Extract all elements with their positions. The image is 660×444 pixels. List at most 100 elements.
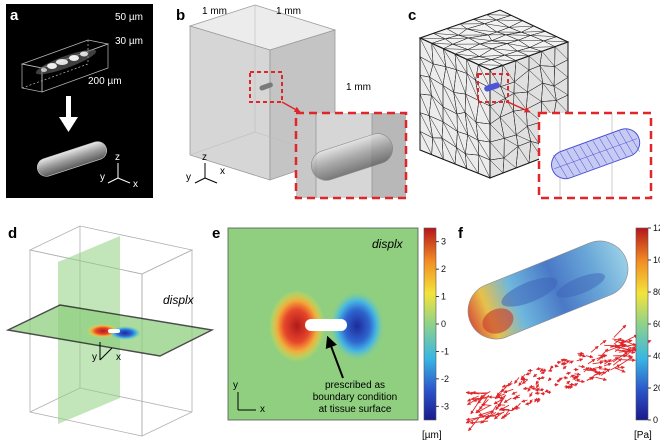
- mesh-diagonal: [505, 98, 514, 112]
- mesh-diagonal: [517, 146, 530, 164]
- traction-arrow: [467, 397, 479, 406]
- mesh-diagonal: [542, 82, 557, 101]
- panel-a-label: a: [10, 7, 19, 24]
- traction-arrow: [572, 376, 577, 381]
- traction-arrow: [593, 372, 603, 376]
- mesh-diagonal: [456, 69, 466, 95]
- traction-arrow: [544, 388, 549, 393]
- traction-arrow: [547, 377, 552, 382]
- traction-arrow: [562, 365, 567, 370]
- mesh-zoom-pointer: [507, 101, 531, 113]
- mesh-diagonal: [478, 64, 504, 66]
- mesh-diagonal: [554, 66, 569, 78]
- mesh-diagonal: [478, 100, 491, 125]
- field-label-e: displx: [372, 237, 404, 251]
- traction-arrow: [587, 358, 596, 365]
- traction-vectors: [465, 324, 652, 432]
- traction-arrow: [503, 410, 510, 419]
- cube-dim-side: 1 mm: [346, 82, 371, 93]
- traction-arrow: [500, 383, 510, 393]
- mesh-diagonal: [442, 85, 458, 115]
- traction-arrow: [536, 387, 541, 392]
- traction-arrow: [590, 345, 599, 353]
- annotation-line-2: boundary condition: [313, 392, 398, 403]
- mesh-diagonal: [442, 106, 458, 132]
- traction-arrow: [603, 362, 612, 367]
- panel-f: f 120100806040200 [Pa]: [458, 223, 660, 441]
- mesh-diagonal: [477, 140, 491, 161]
- panel-e-label: e: [212, 225, 220, 242]
- mesh-diagonal: [518, 39, 544, 42]
- traction-arrow: [521, 399, 528, 403]
- panel-d: d displx y x: [5, 225, 215, 437]
- axis-x-label-b: x: [220, 166, 225, 177]
- mesh-diagonal: [466, 59, 476, 81]
- mesh-diagonal: [442, 121, 457, 148]
- axes-e: [237, 392, 256, 411]
- traction-arrow: [579, 353, 586, 358]
- mesh-diagonal: [443, 48, 457, 70]
- mesh-diagonal: [527, 126, 540, 144]
- traction-arrow: [525, 371, 532, 376]
- traction-arrow: [578, 379, 585, 384]
- panel-f-label: f: [458, 225, 464, 242]
- traction-arrow: [485, 413, 499, 419]
- mesh-diagonal: [489, 105, 501, 118]
- mesh-diagonal: [554, 46, 569, 60]
- colorbar-f: [635, 227, 649, 421]
- colorbar-tick-label: 3: [441, 237, 446, 247]
- mesh-diagonal: [428, 115, 443, 139]
- panel-a: a 50 µm 30 µm 200 µm: [6, 4, 153, 198]
- mesh-diagonal: [429, 76, 444, 107]
- traction-arrow: [476, 405, 491, 414]
- mesh-diagonal: [492, 48, 518, 52]
- colorbar-f-unit: [Pa]: [634, 430, 652, 441]
- mesh-diagonal: [504, 138, 519, 147]
- traction-arrow: [621, 334, 638, 344]
- annotation-line-3: at tissue surface: [319, 404, 392, 415]
- mesh-diagonal: [456, 147, 467, 169]
- traction-arrow: [560, 358, 565, 363]
- axes-triad-a: [107, 163, 131, 184]
- colorbar-tick-label: -1: [441, 346, 449, 356]
- traction-arrow: [565, 360, 571, 364]
- traction-arrow: [488, 395, 503, 399]
- mesh-diagonal: [445, 37, 469, 40]
- traction-arrow: [567, 385, 573, 389]
- mesh-diagonal: [419, 131, 432, 155]
- mesh-zoom-region: [477, 73, 509, 103]
- mesh-diagonal: [466, 73, 480, 101]
- mesh-diagonal: [529, 46, 556, 48]
- traction-arrow: [528, 384, 535, 389]
- mesh-diagonal: [515, 60, 530, 71]
- axis-x-label: x: [133, 179, 138, 190]
- mesh-diagonal: [513, 93, 527, 110]
- traction-arrow: [507, 380, 513, 387]
- mesh-diagonal: [491, 39, 519, 41]
- mesh-diagonal: [539, 65, 555, 87]
- mesh-diagonal: [503, 157, 517, 169]
- mesh-diagonal: [454, 53, 480, 57]
- traction-arrow: [592, 360, 604, 365]
- axis-y-label: y: [100, 172, 105, 183]
- colorbar-tick-label: 20: [653, 383, 660, 393]
- traction-arrow: [612, 351, 628, 363]
- mesh-diagonal: [556, 100, 569, 113]
- traction-arrow: [549, 365, 554, 370]
- mesh-diagonal: [507, 43, 530, 48]
- mesh-diagonal: [528, 69, 543, 84]
- traction-arrow: [583, 367, 590, 371]
- mesh-diagonal: [530, 35, 557, 37]
- axis-z-label-b: z: [202, 152, 207, 163]
- mesh-diagonal: [475, 122, 491, 143]
- traction-arrow: [466, 415, 486, 422]
- capsule-model: [37, 141, 107, 177]
- traction-arrow: [599, 339, 607, 346]
- axis-y-label-b: y: [186, 172, 191, 183]
- mesh-diagonal: [419, 93, 430, 116]
- mesh-diagonal: [465, 153, 479, 174]
- traction-arrow: [610, 364, 621, 371]
- traction-arrow: [587, 368, 597, 372]
- traction-arrow: [574, 372, 581, 376]
- mesh-diagonal: [432, 63, 444, 86]
